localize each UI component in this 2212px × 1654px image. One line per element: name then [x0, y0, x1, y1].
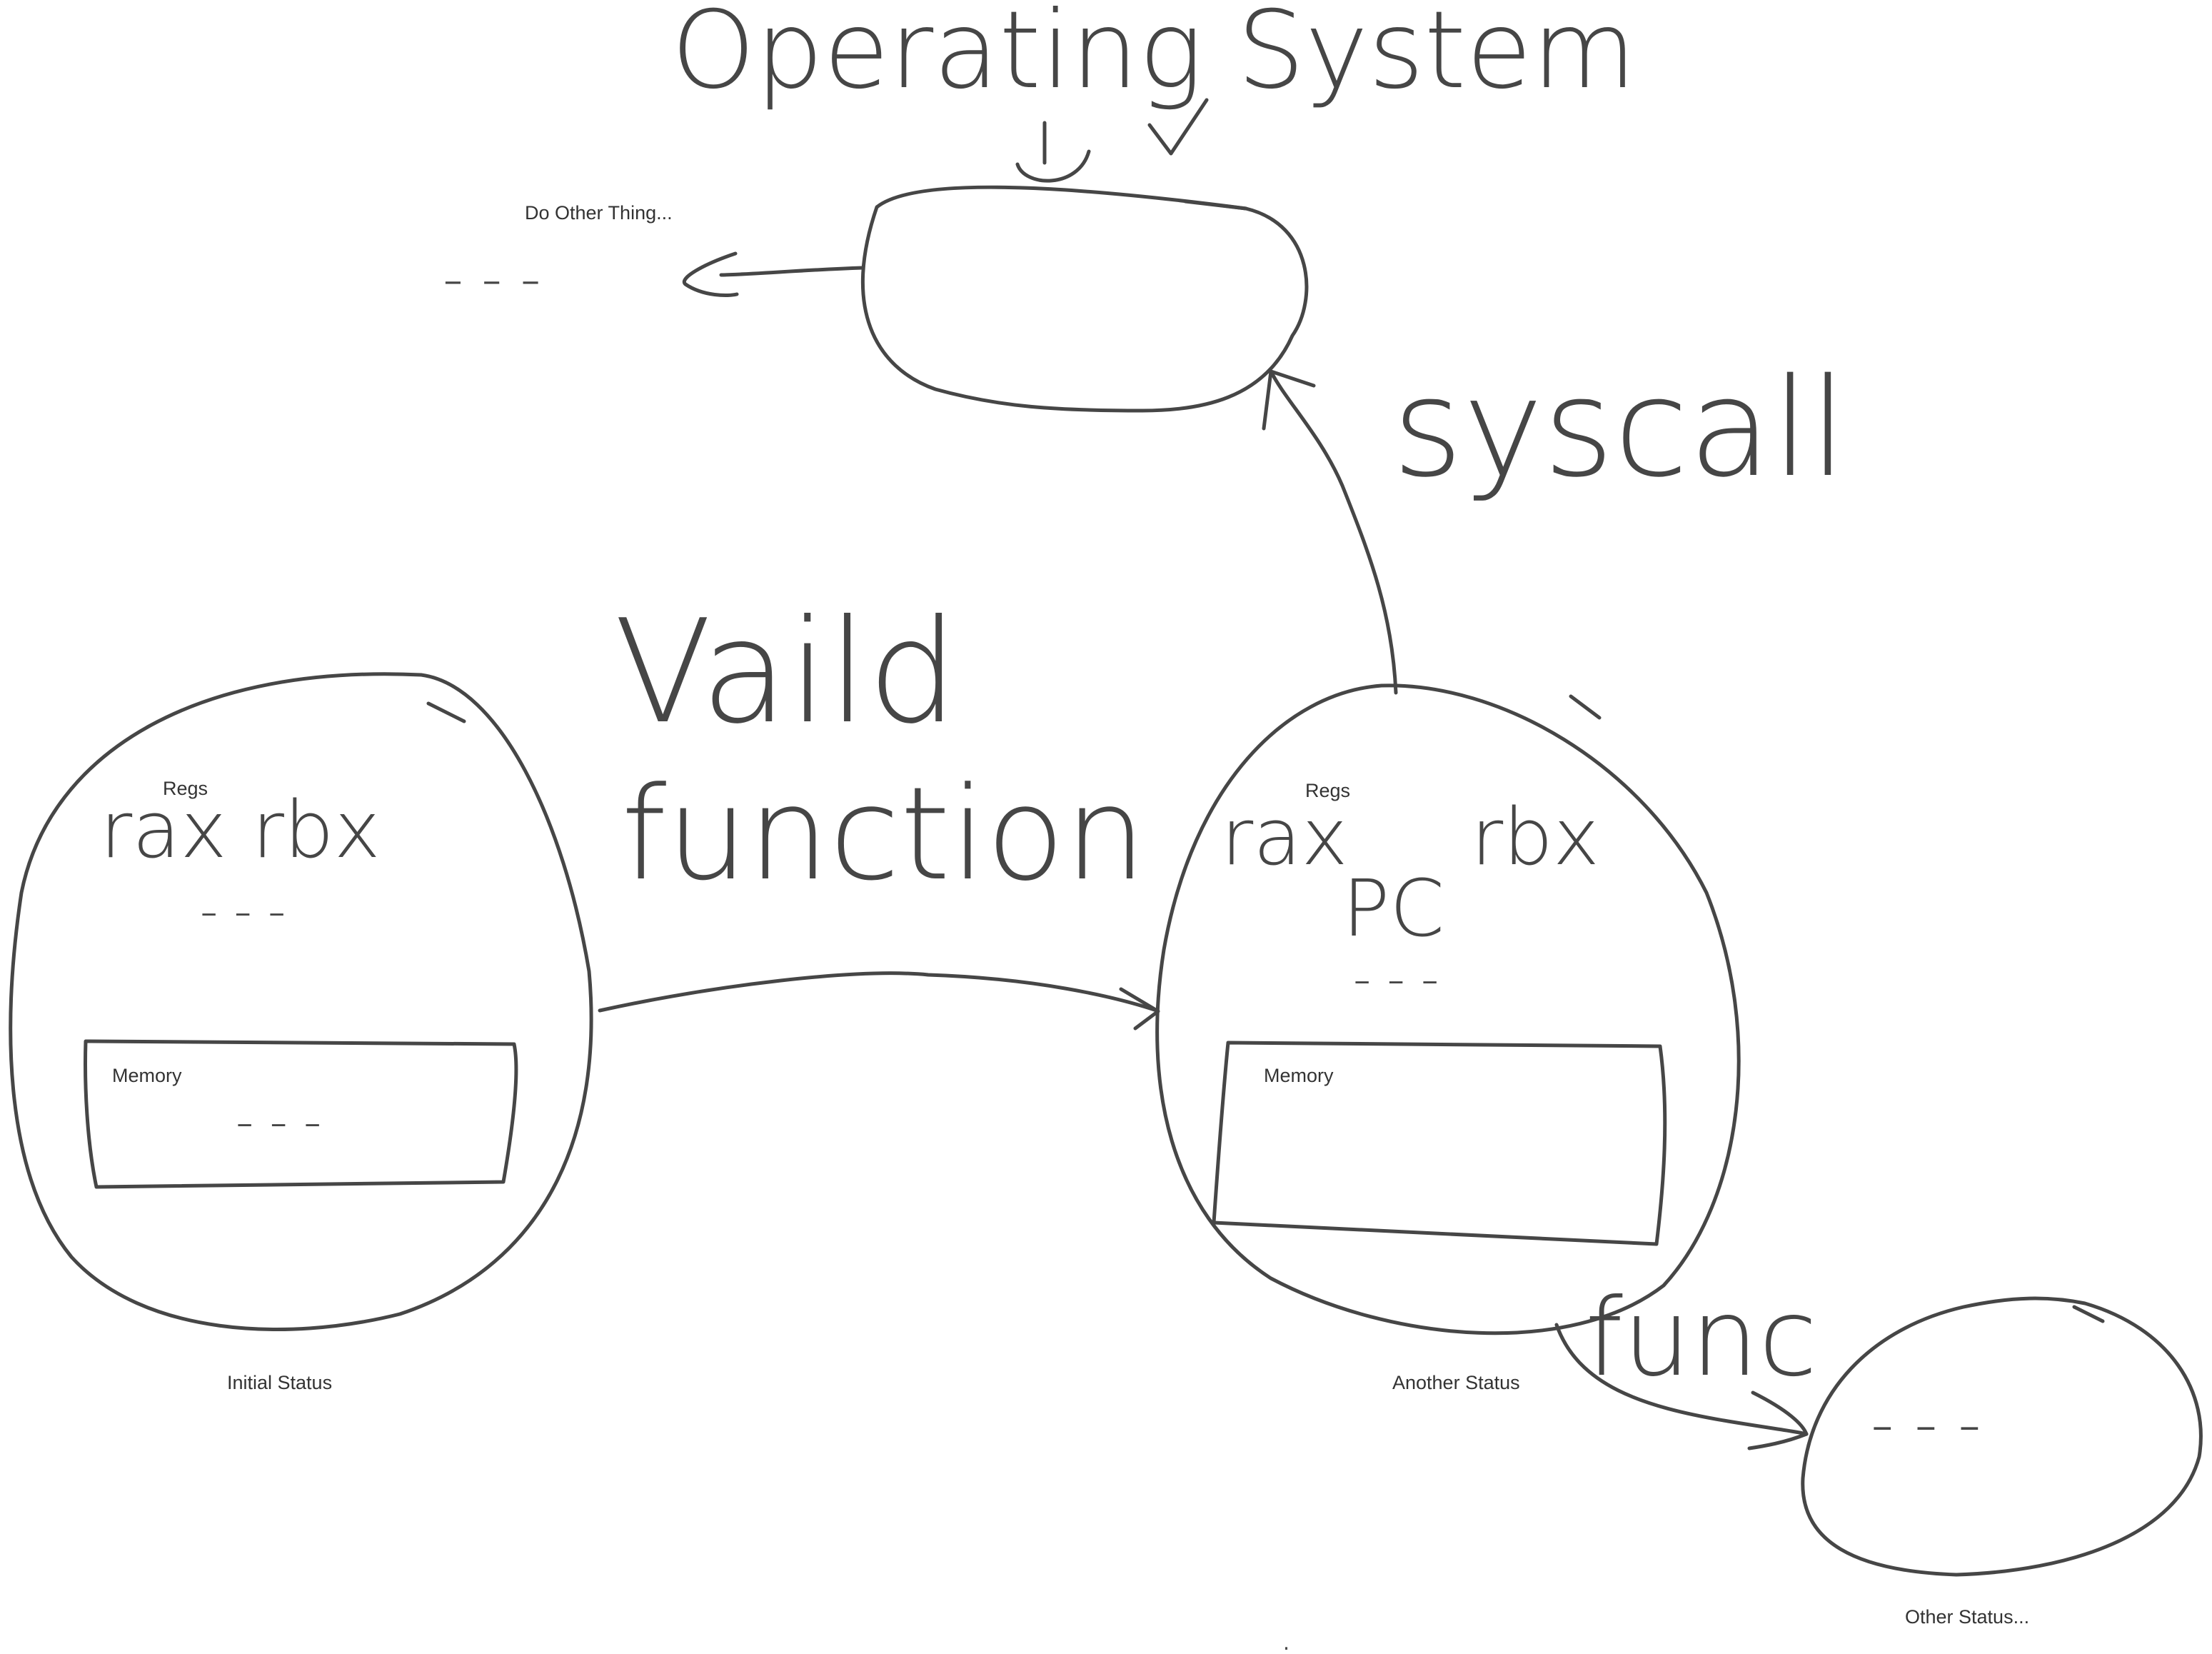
syscall-arrow-shaft: [1269, 369, 1398, 695]
initial-regs-label: Regs: [163, 778, 208, 799]
another-regs-label: Regs: [1305, 780, 1350, 801]
func-arrow-shaft: [1554, 1323, 1809, 1436]
footer-dot: .: [1280, 1610, 1293, 1654]
other-node-stroke-mark: [2072, 1305, 2105, 1323]
os-to-other-arrow-head: [682, 251, 739, 297]
title-underline-mark: [1015, 149, 1091, 183]
os-node: [860, 185, 1309, 413]
initial-regs-ellipsis: - - -: [200, 882, 286, 941]
another-status-caption: Another Status: [1392, 1372, 1520, 1393]
function-label: function: [621, 760, 1146, 909]
diagram-title: Operating System: [671, 0, 1637, 113]
another-reg-rax: rax: [1221, 791, 1348, 883]
syscall-label: syscall: [1392, 349, 1847, 507]
os-node-stroke-overlap: [1183, 199, 1248, 211]
other-status-caption: Other Status...: [1905, 1606, 2029, 1628]
initial-node-stroke-mark: [426, 701, 466, 723]
another-status-node: [1155, 683, 1741, 1335]
os-other-ellipsis: - - -: [443, 246, 541, 312]
another-regs-ellipsis: - - -: [1353, 950, 1439, 1008]
another-reg-pc: PC: [1342, 863, 1444, 954]
title-check-mark: [1147, 98, 1209, 156]
valid-label: Vaild: [614, 589, 958, 756]
another-reg-rbx: rbx: [1471, 791, 1599, 883]
func-label: func: [1585, 1276, 1817, 1400]
another-node-stroke-mark: [1569, 694, 1602, 720]
other-status-ellipsis: - - -: [1871, 1387, 1981, 1462]
another-memory-box: [1212, 1041, 1667, 1246]
syscall-arrow-head: [1262, 369, 1316, 431]
another-memory-label: Memory: [1264, 1065, 1334, 1086]
valid-function-arrow-shaft: [598, 971, 1159, 1013]
other-status-node: [1801, 1296, 2203, 1577]
do-other-thing-label: Do Other Thing...: [525, 202, 673, 224]
initial-memory-label: Memory: [112, 1065, 182, 1086]
initial-status-caption: Initial Status: [227, 1372, 332, 1393]
initial-memory-box: [84, 1039, 518, 1189]
os-to-other-arrow-shaft: [719, 266, 865, 277]
initial-memory-ellipsis: - - -: [236, 1093, 321, 1151]
valid-function-arrow-head: [1119, 987, 1160, 1031]
initial-regs: rax rbx: [100, 784, 381, 876]
func-arrow-head: [1747, 1390, 1809, 1450]
initial-status-node: [9, 672, 593, 1331]
